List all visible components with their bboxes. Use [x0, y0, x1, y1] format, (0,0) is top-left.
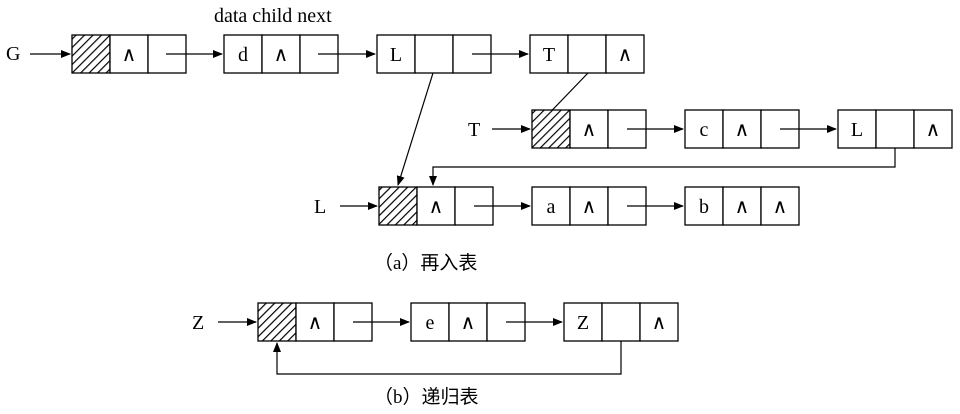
node-data: L [390, 44, 402, 66]
node-l-ref-2: L ∧ [837, 109, 953, 149]
null-symbol: ∧ [735, 117, 750, 141]
node-data: L [851, 119, 863, 141]
node-data: e [426, 312, 435, 334]
hatched-cell [378, 186, 418, 226]
field-names-header: data child next [214, 5, 332, 27]
null-symbol: ∧ [461, 310, 476, 334]
node-b: b ∧ ∧ [684, 186, 800, 226]
node-z-ref: Z ∧ [563, 302, 679, 342]
label-l: L [314, 196, 326, 218]
null-symbol: ∧ [274, 42, 289, 66]
hatched-cell [531, 109, 571, 149]
node-t-ref: T ∧ [529, 34, 645, 74]
node-data: Z [577, 312, 589, 334]
node-data: c [700, 119, 709, 141]
caption-a: （a）再入表 [374, 252, 477, 274]
arrow-z-recursive [273, 341, 622, 375]
hatched-cell [257, 302, 297, 342]
label-t: T [468, 119, 480, 141]
null-symbol: ∧ [652, 310, 667, 334]
arrow-l-child-2 [429, 148, 896, 186]
null-symbol: ∧ [582, 117, 597, 141]
null-symbol: ∧ [582, 194, 597, 218]
head-node-t: ∧ [531, 109, 647, 149]
null-symbol: ∧ [122, 42, 137, 66]
null-symbol: ∧ [618, 42, 633, 66]
null-symbol: ∧ [926, 117, 941, 141]
node-c: c ∧ [684, 109, 800, 149]
node-e: e ∧ [410, 302, 526, 342]
null-symbol: ∧ [429, 194, 444, 218]
null-symbol: ∧ [735, 194, 750, 218]
arrow-l-child [396, 72, 434, 186]
node-data: T [543, 44, 555, 66]
hatched-cell [71, 34, 111, 74]
node-data: b [699, 196, 709, 218]
node-data: d [238, 44, 248, 66]
null-symbol: ∧ [308, 310, 323, 334]
label-g: G [6, 43, 20, 65]
caption-b: （b）递归表 [374, 386, 479, 408]
label-z: Z [192, 312, 204, 334]
node-l-ref: L [376, 34, 492, 74]
node-data: a [547, 196, 556, 218]
null-symbol: ∧ [773, 194, 788, 218]
head-node-z: ∧ [257, 302, 373, 342]
